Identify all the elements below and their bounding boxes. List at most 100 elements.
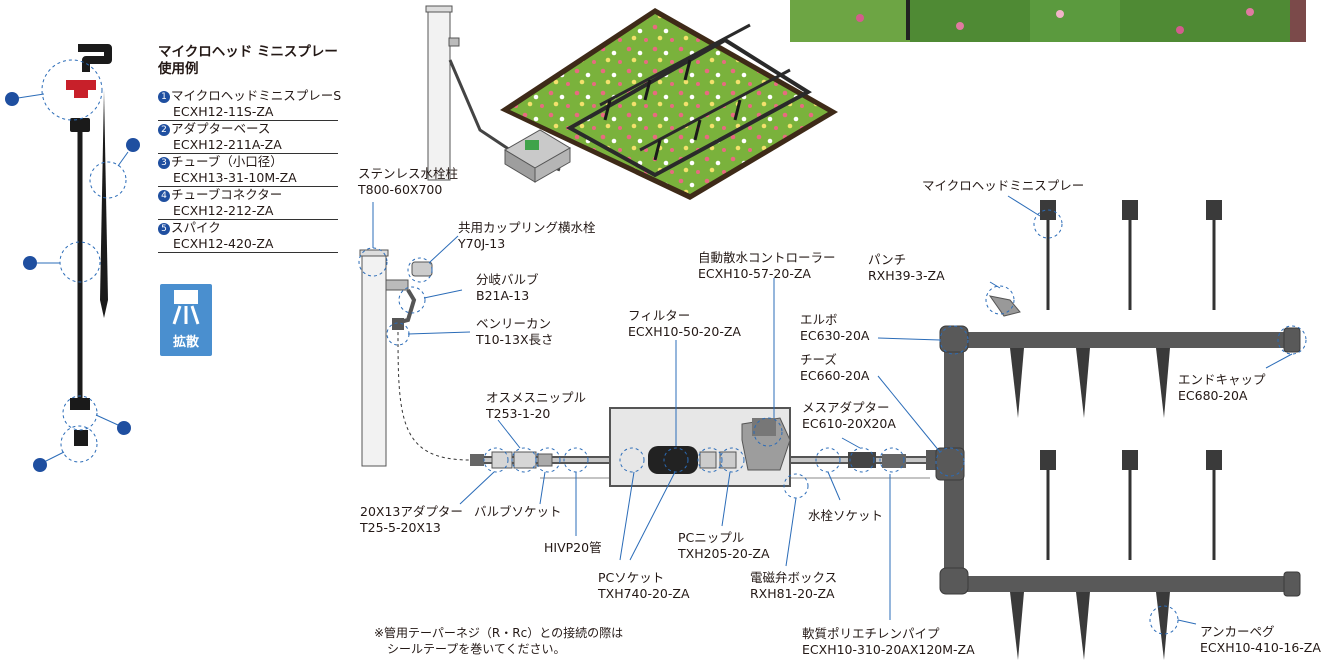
label-hivp-pipe: HIVP20管: [544, 540, 602, 556]
callout-name: エルボ: [800, 312, 838, 327]
callout-code: ECXH10-50-20-ZA: [628, 324, 741, 339]
callout-name: PCニップル: [678, 530, 745, 545]
callout-name: ベンリーカン: [476, 316, 552, 331]
heading-line2: 使用例: [158, 61, 199, 77]
micro-head-assembly: [5, 44, 140, 472]
callout-name: 電磁弁ボックス: [750, 570, 838, 585]
callout-name: PCソケット: [598, 570, 665, 585]
callout-code: ECXH10-57-20-ZA: [698, 266, 811, 281]
callout-code: T25-5-20X13: [360, 520, 441, 535]
label-end-cap: エンドキャップ EC680-20A: [1178, 372, 1266, 404]
label-valve-socket: バルブソケット: [474, 504, 562, 520]
callout-name: ステンレス水栓柱: [358, 166, 459, 181]
spray-type-badge: 拡散: [160, 284, 212, 356]
garden-layout-illustration: [425, 5, 838, 200]
label-micro-head: マイクロヘッドミニスプレー: [922, 178, 1084, 194]
part-name: アダプターベース: [171, 121, 271, 136]
part-name: チューブ（小口径）: [171, 154, 283, 169]
callout-code: B21A-13: [476, 288, 530, 303]
seal-tape-note: ※管用テーパーネジ（R・Rc）との接続の際は シールテープを巻いてください。: [374, 625, 623, 657]
callout-code: ECXH10-410-16-ZA: [1200, 640, 1321, 655]
garden-photo: [790, 0, 1306, 42]
number-badge: 1: [158, 91, 170, 103]
punch-tool: [988, 295, 1021, 317]
callout-name: パンチ: [868, 252, 907, 267]
note-line2: シールテープを巻いてください。: [387, 642, 566, 656]
part-code: ECXH12-420-ZA: [173, 236, 274, 251]
callout-name: HIVP20管: [544, 540, 602, 555]
callout-name: 分岐バルブ: [476, 272, 539, 287]
label-controller: 自動散水コントローラー ECXH10-57-20-ZA: [698, 250, 836, 282]
callout-name: バルブソケット: [474, 504, 562, 519]
callout-code: TXH740-20-ZA: [598, 586, 690, 601]
part-code: ECXH12-11S-ZA: [173, 104, 274, 119]
leader-lines: [372, 195, 1293, 625]
label-punch: パンチ RXH39-3-ZA: [868, 252, 945, 284]
callout-code: EC680-20A: [1178, 388, 1248, 403]
callout-circles: [358, 209, 1307, 635]
callout-code: T800-60X700: [358, 182, 443, 197]
number-badge: 4: [158, 190, 170, 202]
label-benry-can: ベンリーカン T10-13X長さ: [476, 316, 554, 348]
callout-name: 20X13アダプター: [360, 504, 463, 519]
part-name: スパイク: [171, 220, 221, 235]
label-pc-socket: PCソケット TXH740-20-ZA: [598, 570, 690, 602]
callout-name: チーズ: [800, 352, 837, 367]
number-badge: 5: [158, 223, 170, 235]
label-filter: フィルター ECXH10-50-20-ZA: [628, 308, 741, 340]
number-badge: 3: [158, 157, 170, 169]
part-code: ECXH13-31-10M-ZA: [173, 170, 297, 185]
badge-label: 拡散: [172, 335, 199, 350]
callout-name: マイクロヘッドミニスプレー: [922, 178, 1085, 193]
callout-code: Y70J-13: [458, 236, 506, 251]
callout-name: 軟質ポリエチレンパイプ: [802, 626, 940, 641]
callout-name: 自動散水コントローラー: [698, 250, 836, 265]
callout-name: 共用カップリング横水栓: [458, 220, 596, 235]
part-code: ECXH12-211A-ZA: [173, 137, 282, 152]
callout-code: EC610-20X20A: [802, 416, 896, 431]
callout-code: RXH39-3-ZA: [868, 268, 945, 283]
label-pe-pipe: 軟質ポリエチレンパイプ ECXH10-310-20AX120M-ZA: [802, 626, 975, 658]
callout-code: EC660-20A: [800, 368, 870, 383]
label-male-female-nipple: オスメスニップル T253-1-20: [486, 390, 586, 422]
heading-line1: マイクロヘッド ミニスプレー: [158, 44, 338, 60]
callout-code: RXH81-20-ZA: [750, 586, 835, 601]
garden-photo-strip: [790, 0, 1306, 42]
distribution-manifold: [926, 325, 1301, 597]
callout-name: 水栓ソケット: [808, 508, 884, 523]
label-stainless-post: ステンレス水栓柱 T800-60X700: [358, 166, 458, 198]
part-code: ECXH12-212-ZA: [173, 203, 274, 218]
label-coupling-faucet: 共用カップリング横水栓 Y70J-13: [458, 220, 596, 252]
part-name: マイクロヘッドミニスプレーS: [171, 88, 342, 103]
callout-code: ECXH10-310-20AX120M-ZA: [802, 642, 975, 657]
spray-heads: [1010, 200, 1222, 660]
note-line1: ※管用テーパーネジ（R・Rc）との接続の際は: [374, 626, 624, 640]
label-female-adapter: メスアダプター EC610-20X20A: [802, 400, 896, 432]
faucet-post: [359, 249, 471, 467]
callout-code: EC630-20A: [800, 328, 870, 343]
label-branch-valve: 分岐バルブ B21A-13: [476, 272, 539, 304]
sprinkler-spray-icon: [172, 290, 200, 325]
callout-name: オスメスニップル: [486, 390, 587, 405]
callout-code: TXH205-20-ZA: [678, 546, 770, 561]
callout-name: アンカーペグ: [1200, 624, 1275, 639]
number-badge: 2: [158, 124, 170, 136]
part-name: チューブコネクター: [171, 187, 283, 202]
label-solenoid-box: 電磁弁ボックス RXH81-20-ZA: [750, 570, 837, 602]
label-tees: チーズ EC660-20A: [800, 352, 869, 384]
label-adapter-20x13: 20X13アダプター T25-5-20X13: [360, 504, 463, 536]
callout-code: T10-13X長さ: [476, 332, 554, 347]
label-faucet-socket: 水栓ソケット: [808, 508, 883, 524]
callout-name: フィルター: [628, 308, 691, 323]
label-elbow: エルボ EC630-20A: [800, 312, 869, 344]
usage-example-heading: マイクロヘッド ミニスプレー 使用例: [158, 44, 338, 78]
callout-name: メスアダプター: [802, 400, 890, 415]
callout-code: T253-1-20: [486, 406, 551, 421]
label-pc-nipple: PCニップル TXH205-20-ZA: [678, 530, 770, 562]
